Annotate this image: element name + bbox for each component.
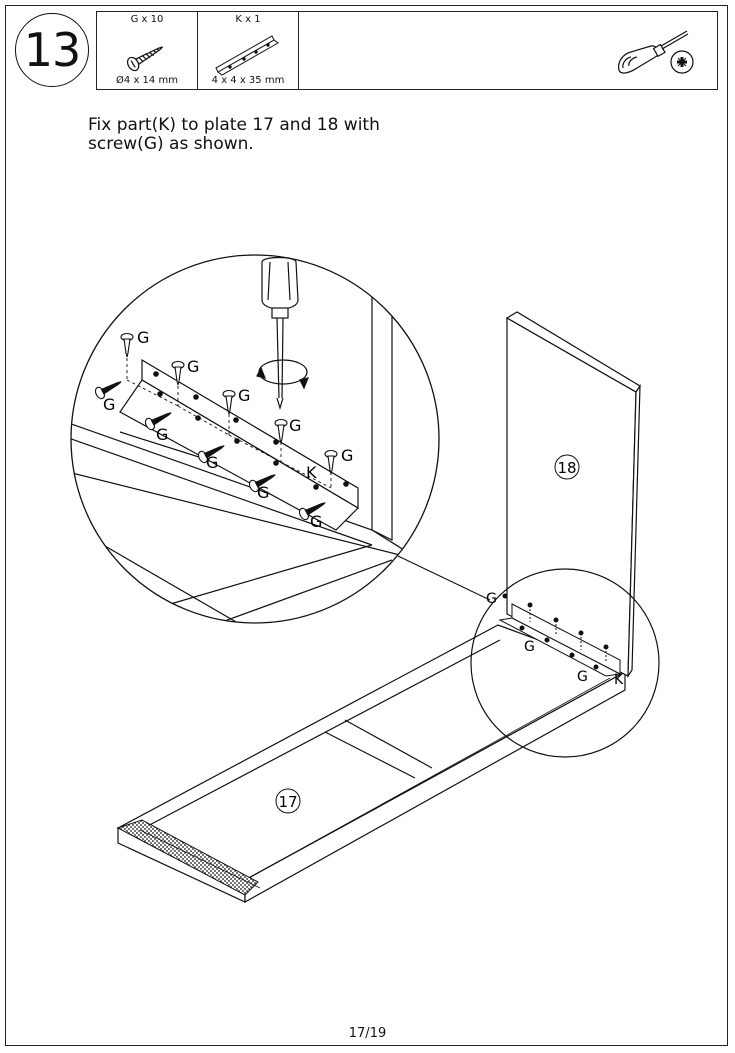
- parts-list: G x 10 Ø4 x 14 mm K x 1 4 x 4 x 35 mm: [96, 11, 718, 90]
- part-cell-k: K x 1 4 x 4 x 35 mm: [198, 12, 299, 89]
- phillips-screwdriver-icon: [618, 30, 694, 74]
- zoom-connector: [397, 555, 491, 601]
- label-k-large: K: [306, 463, 317, 482]
- part-cell-g: G x 10 Ø4 x 14 mm: [97, 12, 198, 89]
- part-g-dimension: Ø4 x 14 mm: [116, 75, 178, 86]
- label-g-3: G: [238, 386, 250, 405]
- screw-icon: [126, 46, 164, 72]
- step-number: 13: [23, 23, 82, 77]
- zoom-circle-small: [470, 568, 660, 758]
- plate-18: [505, 311, 641, 679]
- zoom-circle-large: [70, 254, 440, 624]
- zoom-detail-large: [70, 254, 440, 624]
- label-g-6: G: [103, 395, 115, 414]
- label-g-7: G: [156, 425, 168, 444]
- plate-17-label: 17: [278, 793, 297, 811]
- page-number: 17/19: [348, 1026, 387, 1041]
- bracket-k-small: [498, 593, 622, 677]
- label-g-10: G: [310, 512, 322, 531]
- label-g-2: G: [187, 357, 199, 376]
- label-g-small-3: G: [577, 669, 588, 685]
- plate-17-badge: [275, 788, 301, 814]
- label-k-small: K: [614, 672, 624, 688]
- instruction-line-1: Fix part(K) to plate 17 and 18 with: [88, 115, 380, 135]
- plate-18-label: 18: [557, 459, 576, 477]
- label-g-5: G: [341, 446, 353, 465]
- part-k-quantity: K x 1: [235, 14, 261, 25]
- screwdriver-illustration: [256, 256, 309, 411]
- instruction-line-2: screw(G) as shown.: [88, 134, 254, 154]
- label-g-small-2: G: [524, 639, 535, 655]
- label-g-1: G: [137, 328, 149, 347]
- plate-17: [116, 624, 627, 904]
- label-g-9: G: [257, 483, 269, 502]
- label-g-4: G: [289, 416, 301, 435]
- label-g-small-1: G: [486, 591, 497, 607]
- step-number-badge: 13: [15, 13, 89, 87]
- plate-18-badge: [554, 454, 580, 480]
- instruction-text: Fix part(K) to plate 17 and 18 with scre…: [88, 116, 380, 154]
- page-frame: [5, 5, 728, 1046]
- angle-bracket-icon: [215, 35, 279, 76]
- part-k-dimension: 4 x 4 x 35 mm: [211, 75, 285, 86]
- label-g-8: G: [206, 453, 218, 472]
- part-g-quantity: G x 10: [130, 14, 164, 25]
